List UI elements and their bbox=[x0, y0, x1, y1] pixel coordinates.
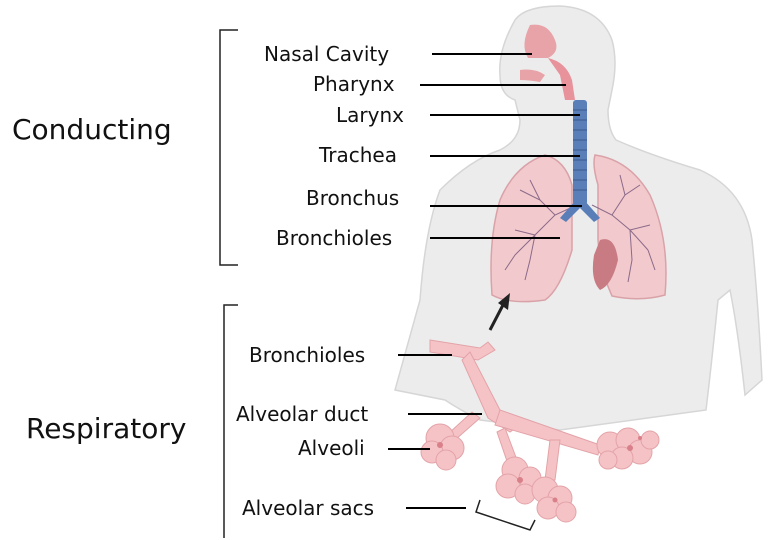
label-pharynx: Pharynx bbox=[313, 72, 395, 96]
label-larynx: Larynx bbox=[336, 103, 404, 127]
label-alveolar-sacs: Alveolar sacs bbox=[242, 496, 374, 520]
label-nasal-cavity: Nasal Cavity bbox=[264, 42, 389, 66]
label-trachea: Trachea bbox=[318, 143, 397, 167]
label-alveolar-duct: Alveolar duct bbox=[236, 402, 368, 426]
label-bronchioles-upper: Bronchioles bbox=[276, 226, 392, 250]
conducting-bracket bbox=[220, 30, 238, 265]
label-bronchioles-lower: Bronchioles bbox=[249, 343, 365, 367]
label-bronchus: Bronchus bbox=[306, 186, 399, 210]
body-silhouette bbox=[395, 6, 762, 430]
conducting-group-label: Conducting bbox=[12, 113, 172, 146]
alveolar-sacs-bracket bbox=[476, 500, 535, 530]
respiratory-group-label: Respiratory bbox=[26, 412, 186, 445]
label-alveoli: Alveoli bbox=[298, 436, 365, 460]
